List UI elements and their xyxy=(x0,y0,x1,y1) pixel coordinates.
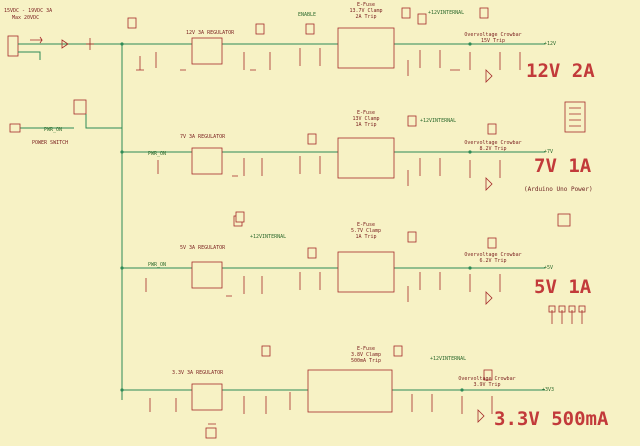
header-connector xyxy=(564,101,586,133)
regulator-5v xyxy=(191,261,223,289)
efuse-5v xyxy=(337,251,395,293)
regulator-7v xyxy=(191,147,223,175)
big-label-12v: 12V 2A xyxy=(526,60,595,82)
net-12vinternal-c: +12VINTERNAL xyxy=(250,234,287,240)
big-label-7v: 7V 1A xyxy=(534,155,592,177)
regulator-3v3-title: 3.3V 3A REGULATOR xyxy=(172,370,224,376)
big-label-5v: 5V 1A xyxy=(534,276,592,298)
rail-7v xyxy=(157,115,501,227)
power-switch xyxy=(73,99,87,115)
rail-3v3 xyxy=(149,345,493,439)
net-12vinternal-d: +12VINTERNAL xyxy=(430,356,467,362)
rail-12v xyxy=(127,7,521,83)
regulator-3v3 xyxy=(191,383,223,411)
efuse-12v xyxy=(337,27,395,69)
regulator-7v-title: 7V 3A REGULATOR xyxy=(180,134,226,140)
regulator-12v xyxy=(191,37,223,65)
arduino-note: (Arduino Uno Power) xyxy=(524,186,593,193)
diode-input xyxy=(61,39,69,49)
rail-5v xyxy=(145,211,501,305)
input-section xyxy=(7,35,123,400)
dc-jack xyxy=(7,35,19,57)
efuse-3v3 xyxy=(307,369,393,413)
input-voltage-label: 15VDC - 19VDC 3A xyxy=(4,8,53,14)
net-12vinternal-a: +12VINTERNAL xyxy=(428,10,465,16)
net-3v3: +3V3 xyxy=(542,387,555,393)
net-7v: +7V xyxy=(544,149,554,155)
net-pwr-on-b: PWR_ON xyxy=(148,151,167,157)
regulator-5v-title: 5V 3A REGULATOR xyxy=(180,245,226,251)
right-connectors xyxy=(548,101,586,324)
input-max-label: Max 20VDC xyxy=(12,15,40,21)
net-12v: +12V xyxy=(544,41,557,47)
net-12vinternal-b: +12VINTERNAL xyxy=(420,118,457,124)
net-enable-a: ENABLE xyxy=(298,12,317,18)
fuse-symbol xyxy=(30,36,43,44)
efuse-7v xyxy=(337,137,395,179)
pwr-on-net: PWR_ON xyxy=(44,127,63,133)
net-pwr-on-c: PWR_ON xyxy=(148,262,167,268)
net-5v: +5V xyxy=(544,265,554,271)
power-switch-label: POWER SWITCH xyxy=(32,140,69,146)
regulator-12v-title: 12V 3A REGULATOR xyxy=(186,30,235,36)
big-label-3v3: 3.3V 500mA xyxy=(494,408,609,430)
